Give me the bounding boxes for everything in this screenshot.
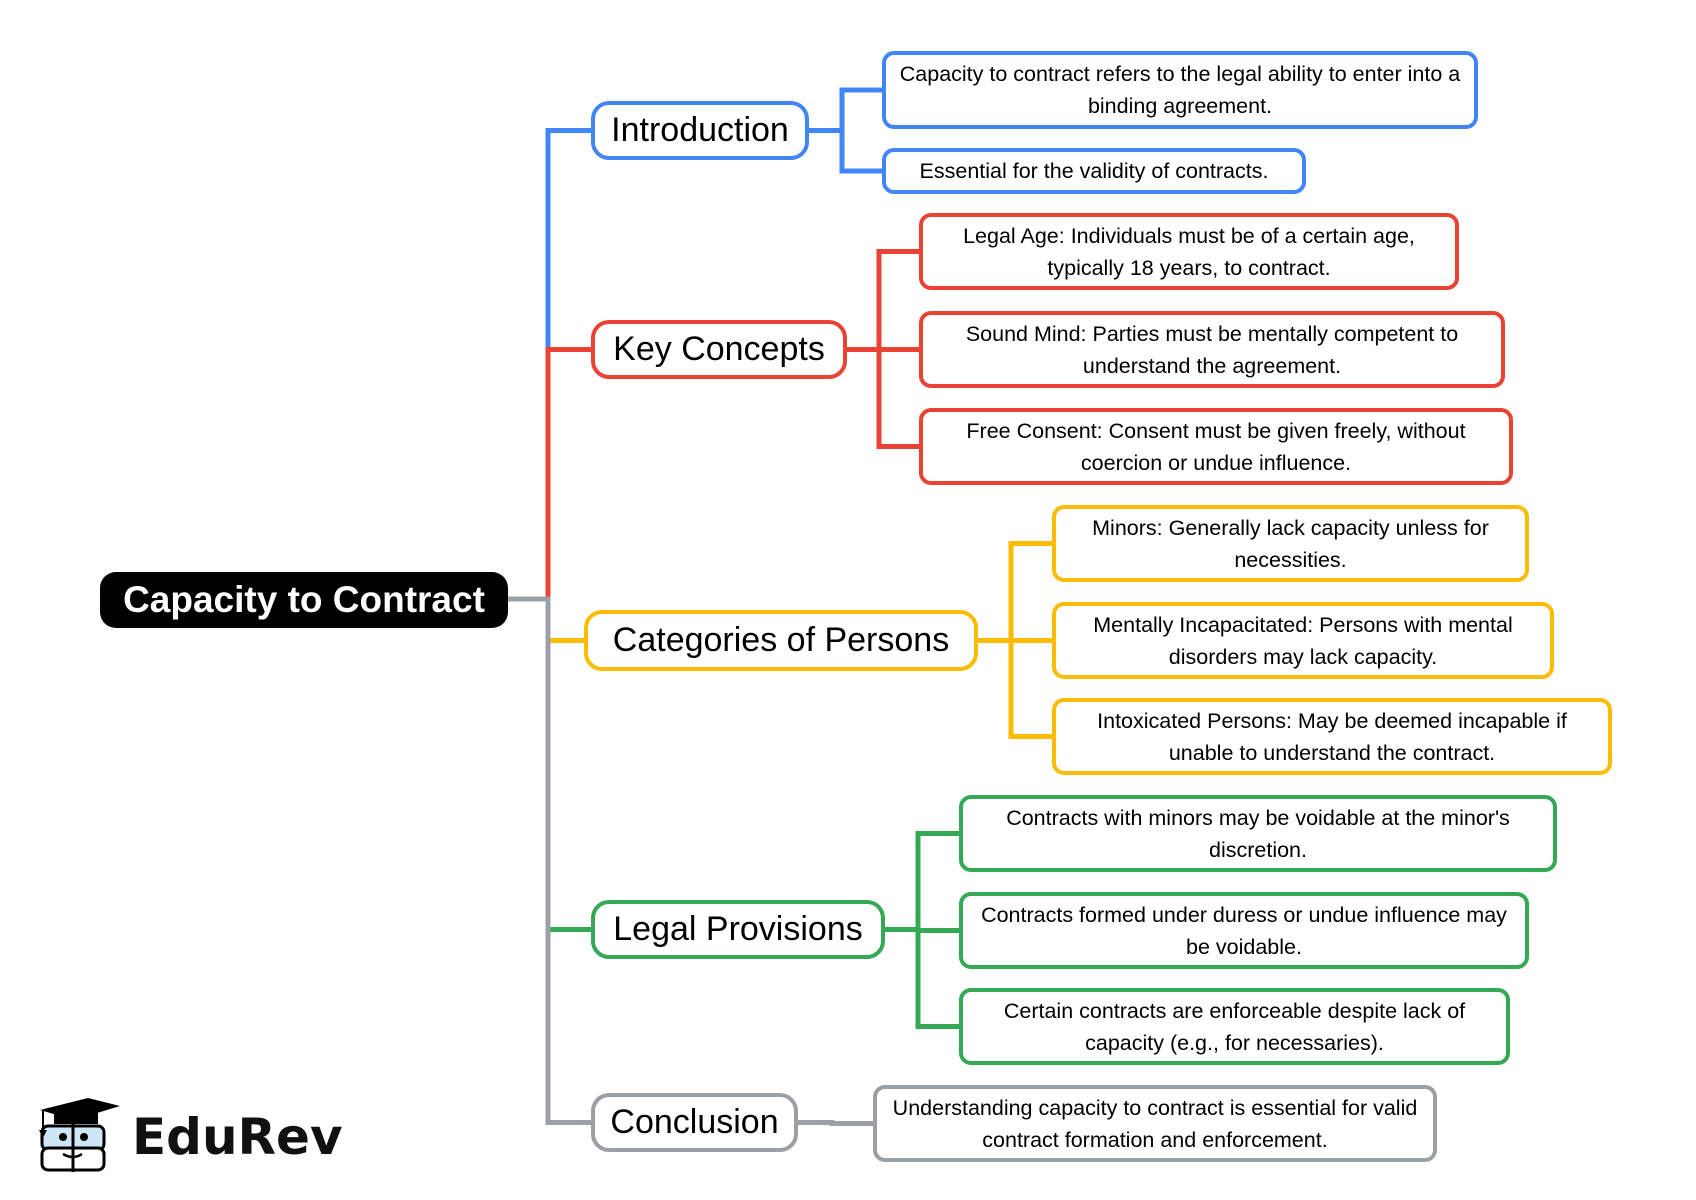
connector-key_concepts-leaf-1 (847, 249, 919, 352)
leaf-introduction-2: Essential for the validity of contracts. (882, 148, 1306, 194)
connector-key_concepts-leaf-3 (847, 347, 919, 449)
branch-categories-of-persons[interactable]: Categories of Persons (584, 610, 978, 671)
leaf-legal-provisions-3: Certain contracts are enforceable despit… (959, 988, 1510, 1065)
leaf-key-concepts-1: Legal Age: Individuals must be of a cert… (919, 213, 1459, 290)
leaf-introduction-1: Capacity to contract refers to the legal… (882, 51, 1478, 129)
connector-introduction-leaf-2 (809, 128, 882, 174)
branch-conclusion[interactable]: Conclusion (591, 1093, 798, 1152)
branch-introduction[interactable]: Introduction (591, 101, 809, 160)
leaf-categories-2: Mentally Incapacitated: Persons with men… (1052, 602, 1554, 679)
connector-introduction-leaf-1 (809, 87, 882, 133)
leaf-legal-provisions-1: Contracts with minors may be voidable at… (959, 795, 1557, 872)
branch-key-concepts[interactable]: Key Concepts (591, 320, 847, 379)
leaf-conclusion-1: Understanding capacity to contract is es… (873, 1085, 1437, 1162)
root-node[interactable]: Capacity to Contract (100, 572, 508, 628)
connector-root-conclusion (508, 596, 591, 1125)
connector-categories-leaf-3 (978, 638, 1052, 739)
branch-legal-provisions[interactable]: Legal Provisions (591, 900, 885, 959)
connector-conclusion-leaf-1 (798, 1120, 873, 1126)
leaf-categories-3: Intoxicated Persons: May be deemed incap… (1052, 698, 1612, 775)
leaf-key-concepts-2: Sound Mind: Parties must be mentally com… (919, 311, 1505, 388)
connector-legal_provisions-leaf-3 (885, 927, 959, 1029)
edurev-logo-text: EduRev (132, 1108, 343, 1166)
leaf-categories-1: Minors: Generally lack capacity unless f… (1052, 505, 1529, 582)
connector-root-key_concepts (508, 347, 591, 602)
connector-categories-leaf-1 (978, 541, 1052, 643)
leaf-key-concepts-3: Free Consent: Consent must be given free… (919, 408, 1513, 485)
leaf-legal-provisions-2: Contracts formed under duress or undue i… (959, 892, 1529, 969)
connector-legal_provisions-leaf-1 (885, 831, 959, 932)
edurev-logo-icon (39, 1098, 120, 1172)
